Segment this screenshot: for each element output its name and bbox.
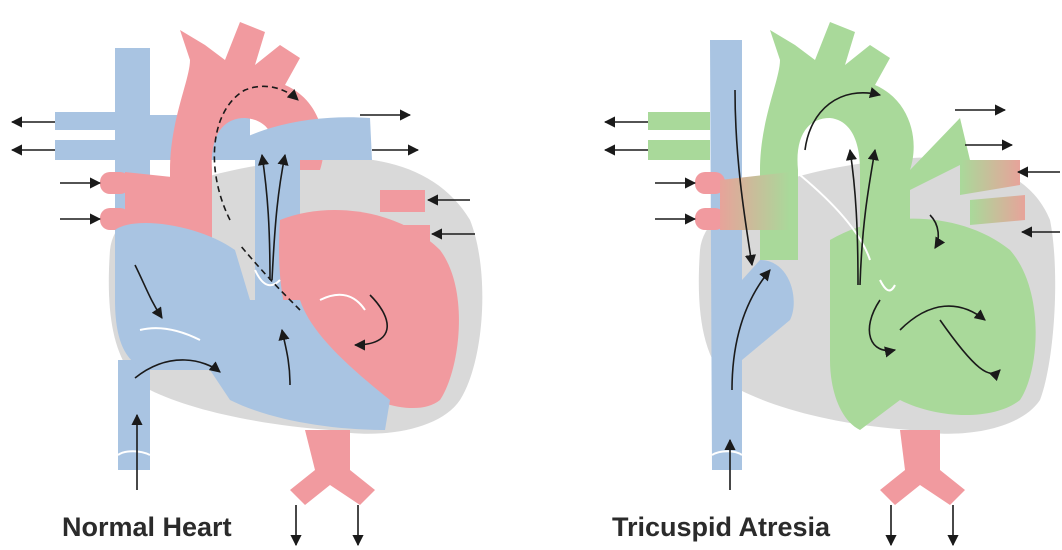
brachiocephalic-veins: [648, 112, 710, 160]
caption-normal-heart: Normal Heart: [62, 512, 232, 542]
caption-tricuspid-atresia: Tricuspid Atresia: [612, 512, 831, 542]
descending-aorta: [290, 430, 375, 505]
single-ventricle: [830, 219, 1036, 430]
tricuspid-atresia-heart: Tricuspid Atresia: [605, 22, 1060, 545]
normal-heart: Normal Heart: [12, 22, 482, 545]
descending-aorta: [880, 430, 965, 505]
